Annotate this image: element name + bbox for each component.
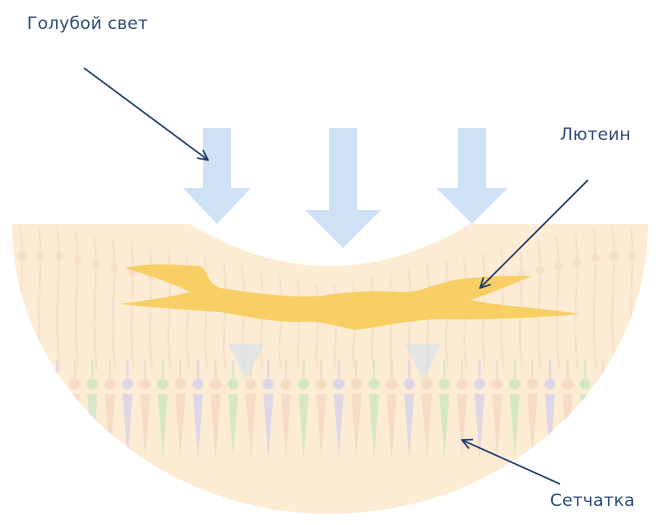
cell-body bbox=[52, 379, 63, 390]
cell-body bbox=[157, 379, 168, 390]
photoreceptor-cone bbox=[633, 394, 643, 458]
ganglion-cell bbox=[573, 258, 582, 267]
photoreceptor-cone bbox=[580, 394, 590, 458]
cell-body bbox=[228, 379, 239, 390]
cell-body bbox=[333, 379, 344, 390]
arrow-down-icon bbox=[305, 128, 381, 248]
photoreceptor-cone bbox=[563, 394, 573, 458]
cell-body bbox=[17, 379, 28, 390]
cell-body bbox=[439, 379, 450, 390]
cell-body bbox=[474, 379, 485, 390]
cell-body bbox=[615, 379, 626, 390]
cell-body bbox=[421, 379, 432, 390]
photoreceptor-cone bbox=[615, 394, 625, 458]
retina-tissue bbox=[12, 224, 648, 514]
blue-light-pointer bbox=[84, 68, 208, 160]
photoreceptor-cone bbox=[598, 394, 608, 458]
cell-body bbox=[281, 379, 292, 390]
cell-body bbox=[386, 379, 397, 390]
ganglion-cell bbox=[554, 262, 563, 271]
cell-body bbox=[245, 379, 256, 390]
cell-body bbox=[457, 379, 468, 390]
ganglion-cell bbox=[110, 264, 119, 273]
cell-body bbox=[87, 379, 98, 390]
incoming-light-arrows bbox=[183, 128, 508, 248]
photoreceptor-cone bbox=[17, 394, 27, 458]
retina-label: Сетчатка bbox=[550, 493, 635, 510]
cell-body bbox=[369, 379, 380, 390]
photoreceptor-cone bbox=[70, 394, 80, 458]
cell-body bbox=[316, 379, 327, 390]
cell-body bbox=[580, 379, 591, 390]
cell-body bbox=[404, 379, 415, 390]
arrow-down-icon bbox=[183, 128, 251, 224]
photoreceptor-cone bbox=[35, 394, 45, 458]
cell-body bbox=[105, 379, 116, 390]
cell-body bbox=[298, 379, 309, 390]
cell-body bbox=[633, 379, 644, 390]
cell-body bbox=[527, 379, 538, 390]
cell-body bbox=[509, 379, 520, 390]
cell-body bbox=[597, 379, 608, 390]
cell-body bbox=[69, 379, 80, 390]
ganglion-cell bbox=[73, 256, 82, 265]
cell-body bbox=[210, 379, 221, 390]
ganglion-cell bbox=[55, 252, 64, 261]
cell-body bbox=[122, 379, 133, 390]
cell-body bbox=[492, 379, 503, 390]
ganglion-cell bbox=[628, 252, 637, 261]
ganglion-cell bbox=[36, 252, 45, 261]
cell-body bbox=[140, 379, 151, 390]
cell-body bbox=[263, 379, 274, 390]
cell-body bbox=[175, 379, 186, 390]
photoreceptor-cone bbox=[52, 394, 62, 458]
ganglion-cell bbox=[610, 252, 619, 261]
cell-body bbox=[562, 379, 573, 390]
cell-body bbox=[34, 379, 45, 390]
cell-body bbox=[193, 379, 204, 390]
blue-light-label: Голубой свет bbox=[27, 16, 148, 33]
ganglion-cell bbox=[536, 266, 545, 275]
ganglion-cell bbox=[591, 254, 600, 263]
ganglion-cell bbox=[18, 252, 27, 261]
arrow-down-icon bbox=[436, 128, 508, 224]
cell-body bbox=[545, 379, 556, 390]
lutein-label: Лютеин bbox=[560, 127, 631, 144]
ganglion-cell bbox=[92, 260, 101, 269]
photoreceptor-cone bbox=[87, 394, 97, 458]
cell-body bbox=[351, 379, 362, 390]
retina-bowl bbox=[12, 224, 648, 514]
